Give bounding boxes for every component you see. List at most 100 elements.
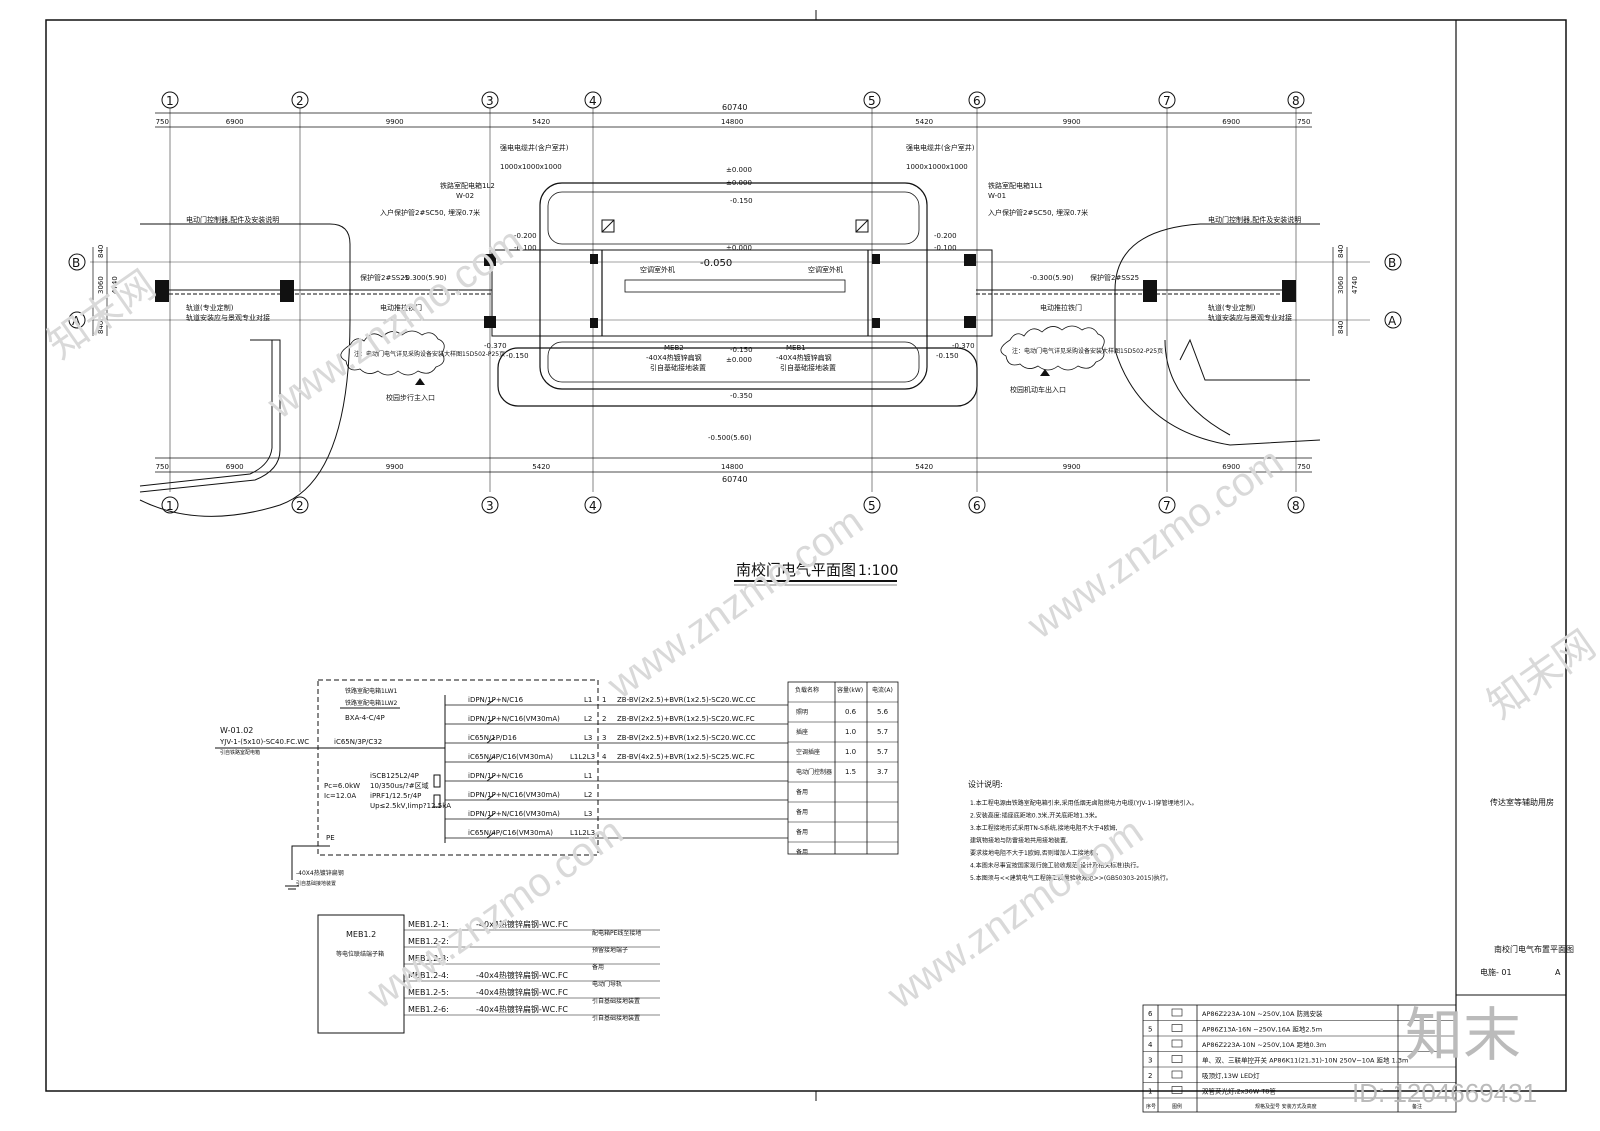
gate-motor-left: 电动门控制器,配件及安装说明 [186,215,279,224]
legend-symbol [1171,1070,1183,1079]
load-head-name: 负载名称 [795,686,819,694]
meb-id: MEB1.2-3: [408,954,449,963]
svg-text:A: A [72,314,81,328]
load-head-kw: 容量(kW) [837,686,863,694]
svg-text:知末网: 知末网 [1480,623,1600,728]
load-amp: 5.6 [877,708,889,716]
entry-arrow-right [1040,369,1050,376]
load-table [787,681,899,855]
circuit-cable: ZB-BV(2x2.5)+BVR(1x2.5)-SC20.WC.FC [617,715,755,723]
elev-top2: ±0.000 [726,179,752,187]
axis-label: 1 [166,94,174,108]
note-line: 建筑物接地与防雷接地共用接地装置, [970,837,1068,845]
legend-symbol [1171,1039,1183,1048]
axis-bubble-4: 4 [584,91,602,109]
circuit-no: 2 [602,715,606,723]
panel-model: BXA-4-C/4P [345,714,385,722]
load-name: 备用 [796,788,808,796]
axis-label: 5 [868,499,876,513]
axis-bubble-1: 1 [161,91,179,109]
elev-150-right: -0.150 [936,352,959,360]
incoming-note: 引自铁路室配电箱 [220,749,260,756]
dim-value: 5420 [915,463,933,471]
axis-label: 3 [486,94,494,108]
axis-bubble-A-right: A [1384,311,1402,329]
title-block: 传达室等辅助用房 南校门电气布置平面图 电施- 01 A [1456,797,1574,996]
load-name: 空调插座 [796,748,820,756]
brand-logo: 知末 [1405,1003,1521,1068]
dim-value: 14800 [721,463,743,471]
pipe-left-level: -0.300(5.90) [403,274,447,282]
entry-arrow-left [415,378,425,385]
load-amp: 5.7 [877,728,888,736]
note-line: 1.本工程电源由铁路室配电箱引来,采用低烟无卤阻燃电力电缆(YJV-1-)穿管埋… [970,799,1198,807]
pipe-right-level: -0.300(5.90) [1030,274,1074,282]
note-line: 要求接地电阻不大于1欧姆,否则增加人工接地极。 [970,849,1102,857]
meb-title: MEB1.2 [346,930,376,939]
spd-3: iPRF1/12.5r/4P [370,792,421,800]
drawing-frame [45,10,1567,1101]
dim-value: 9900 [1063,463,1081,471]
earth-note: -40X4热镀锌扁钢 [296,869,344,877]
track-right: 电动推拉铁门 [1040,303,1082,312]
elev-370-left: -0.370 [484,342,507,350]
load-name: 备用 [796,848,808,856]
axis-label: 7 [1163,499,1171,513]
meb-id: MEB1.2-1: [408,920,449,929]
svg-text:4740: 4740 [1351,276,1359,294]
note-line: 5.本图须与<<建筑电气工程施工质量验收规范>>(GB50303-2015)执行… [970,874,1172,882]
meb-table: MEB1.2 等电位联结端子箱 MEB1.2-1:-40x4热镀锌扁钢-WC.F… [317,914,660,1034]
panel-diagram: 铁路室配电箱1LW1 铁路室配电箱1LW2 BXA-4-C/4P W-01.02… [215,679,899,890]
panel-name-1: 铁路室配电箱1LW1 [345,687,398,695]
elev-050: -0.050 [700,258,732,269]
load-name: 备用 [796,808,808,816]
circuit-breaker: iC65N/4P/C16(VM30mA) [468,753,553,761]
load-kw: 1.0 [845,748,856,756]
meb-row: MEB1.2-2:预留接地端子 [404,937,660,954]
circuit-phase: L3 [584,810,592,818]
svg-text:840: 840 [1337,321,1345,334]
circuit-breaker: iDPN/1P+N/C16(VM30mA) [468,810,560,818]
dim-value: 5420 [532,463,550,471]
legend-symbol [1171,1024,1183,1032]
circuit-phase: L2 [584,715,592,723]
axis-bubble-B-left: B [68,253,86,271]
circuit-phase: L1L2L3 [570,753,595,761]
pe-label: PE [326,834,335,842]
circuit-cable: ZB-BV(4x2.5)+BVR(1x2.5)-SC25.WC.FC [617,753,755,761]
entry-left: 校园步行主入口 [386,393,435,402]
svg-text:备注: 备注 [1412,1103,1422,1110]
circuit-phase: L1 [584,772,592,780]
elev-150-mid: -0.150 [730,346,753,354]
axis-label: 7 [1163,94,1171,108]
elev-top: ±0.000 [726,166,752,174]
legend-desc: AP86Z223A-10N ~250V,10A 距地0.3m [1202,1040,1326,1049]
notes-title: 设计说明: [968,779,1003,789]
columns [155,254,1296,328]
design-notes: 设计说明: 1.本工程电源由铁路室配电箱引来,采用低烟无卤阻燃电力电缆(YJV-… [968,779,1198,882]
legend-no: 3 [1148,1057,1152,1065]
meb-id: MEB1.2-5: [408,988,449,997]
legend-desc: 单、双、三联单控开关 AP86K11(21,31)-10N 250V~10A 距… [1202,1056,1408,1065]
meb-id: MEB1.2-2: [408,937,449,946]
elev-0-low: ±0.000 [726,356,752,364]
legend-no: 4 [1148,1041,1153,1049]
dim-value: 6900 [1222,463,1240,471]
circuit-no: 1 [602,696,606,704]
load-name: 电动门控制器 [796,768,832,776]
axis-label: 3 [486,499,494,513]
watermark: www.znzmo.com www.znzmo.com www.znzmo.co… [40,219,1600,1108]
gate-building [491,182,993,407]
dim-total-top: 60740 [722,103,747,112]
svg-text:B: B [72,256,80,270]
